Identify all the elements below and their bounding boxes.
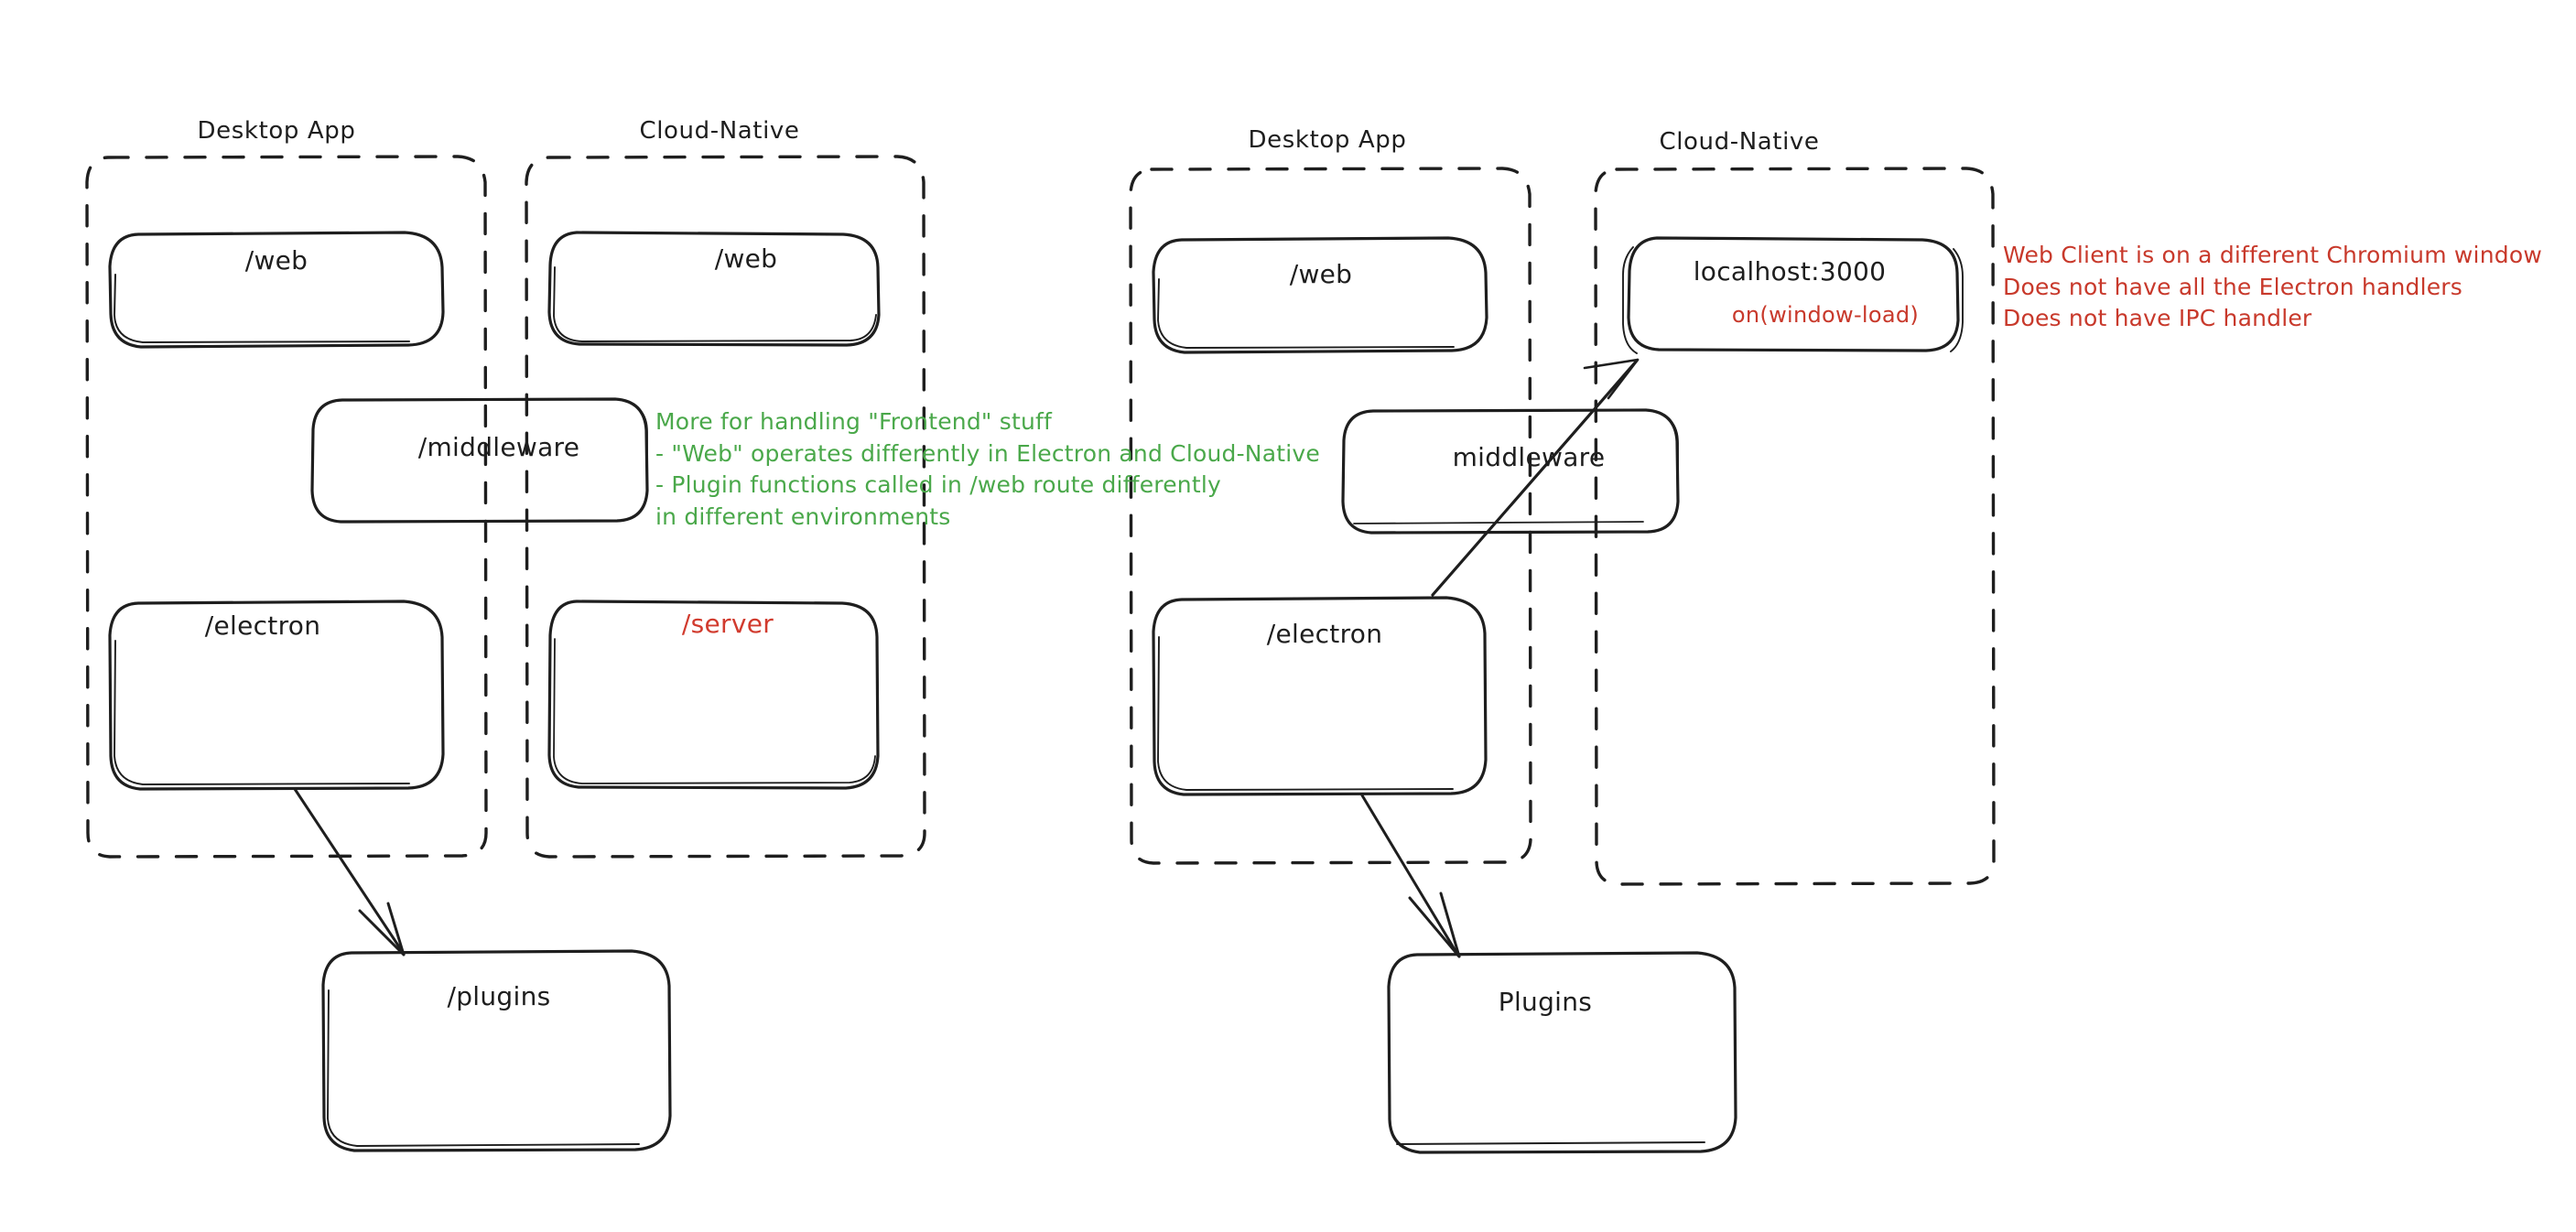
node-label-r-desktop-web: /web — [1289, 259, 1353, 289]
group-label-right-cloud: Cloud-Native — [1659, 128, 1820, 156]
node-label-l-middleware: /middleware — [417, 432, 580, 462]
node-shape-l-plugins[interactable] — [321, 949, 672, 1152]
node-shape-l-middleware[interactable] — [310, 397, 649, 524]
arrow-r-electron-to-localhost — [1431, 358, 1640, 597]
node-label-l-desktop-web: /web — [244, 245, 308, 276]
group-label-left-desktop: Desktop App — [197, 117, 356, 145]
annotation-red-note: Web Client is on a different Chromium wi… — [2003, 242, 2542, 331]
node-label-l-cloud-server: /server — [681, 609, 774, 639]
group-container-right-cloud — [1594, 167, 1996, 886]
group-container-right-desktop — [1129, 167, 1532, 865]
group-label-right-desktop: Desktop App — [1248, 126, 1407, 154]
node-shape-r-desktop-web[interactable] — [1152, 236, 1488, 354]
node-sublabel-r-cloud-localhost: on(window-load) — [1731, 302, 1920, 328]
node-label-r-middleware: middleware — [1452, 442, 1606, 472]
arrow-l-electron-to-plugins — [293, 787, 406, 956]
node-label-l-plugins: /plugins — [447, 981, 551, 1011]
node-shape-l-desktop-web[interactable] — [108, 231, 445, 349]
node-shape-r-middleware[interactable] — [1341, 408, 1680, 535]
node-label-r-cloud-localhost: localhost:3000 — [1693, 256, 1887, 286]
annotation-green-note: More for handling "Frontend" stuff - "We… — [655, 408, 1320, 530]
group-container-left-cloud — [525, 155, 926, 859]
group-label-left-cloud: Cloud-Native — [639, 117, 800, 145]
node-label-r-plugins: Plugins — [1498, 987, 1593, 1017]
node-shape-l-cloud-web[interactable] — [547, 231, 881, 347]
node-label-r-desktop-electron: /electron — [1266, 619, 1383, 649]
node-shape-l-cloud-server[interactable] — [547, 600, 880, 790]
node-shape-r-cloud-localhost[interactable] — [1622, 236, 1964, 354]
node-label-l-cloud-web: /web — [714, 243, 778, 274]
node-shape-r-desktop-electron[interactable] — [1152, 596, 1488, 796]
group-container-left-desktop — [85, 155, 488, 859]
node-label-l-desktop-electron: /electron — [204, 611, 321, 641]
node-shape-l-desktop-electron[interactable] — [108, 600, 445, 791]
node-shape-r-plugins[interactable] — [1387, 951, 1737, 1154]
arrow-r-electron-to-plugins — [1360, 794, 1461, 958]
